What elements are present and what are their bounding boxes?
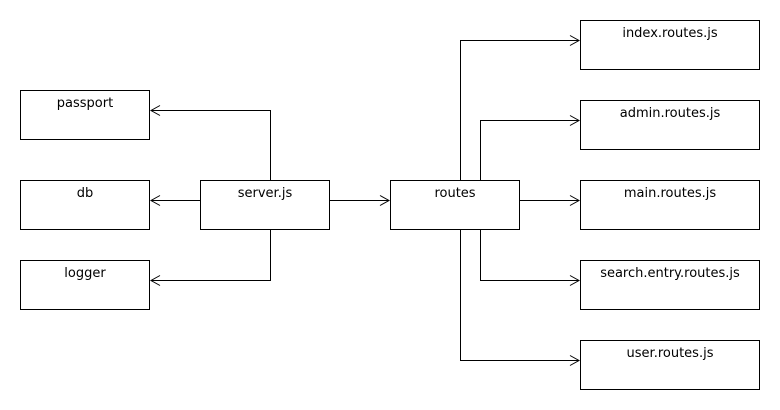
node-label: admin.routes.js bbox=[619, 106, 721, 121]
edge-routes-index bbox=[460, 35, 581, 180]
edge-routes-main bbox=[520, 195, 581, 206]
edge-server-logger bbox=[149, 230, 271, 286]
node-user-routes: user.routes.js bbox=[580, 340, 760, 390]
node-search-entry-routes: search.entry.routes.js bbox=[580, 260, 760, 310]
node-main-routes: main.routes.js bbox=[580, 180, 760, 230]
edge-routes-admin bbox=[480, 115, 581, 180]
node-server-js: server.js bbox=[200, 180, 330, 230]
edge-routes-search-entry bbox=[480, 230, 581, 286]
node-label: passport bbox=[56, 96, 114, 111]
node-label: search.entry.routes.js bbox=[600, 266, 740, 281]
node-label: index.routes.js bbox=[622, 26, 718, 41]
edge-routes-user bbox=[460, 230, 581, 366]
node-logger: logger bbox=[20, 260, 150, 310]
edge-server-db bbox=[149, 195, 200, 206]
node-index-routes: index.routes.js bbox=[580, 20, 760, 70]
edge-server-routes bbox=[330, 195, 391, 206]
edge-server-passport bbox=[149, 105, 271, 180]
node-label: user.routes.js bbox=[626, 346, 714, 361]
node-label: main.routes.js bbox=[623, 186, 717, 201]
node-passport: passport bbox=[20, 90, 150, 140]
node-db: db bbox=[20, 180, 150, 230]
node-admin-routes: admin.routes.js bbox=[580, 100, 760, 150]
node-label: server.js bbox=[237, 186, 293, 201]
node-label: routes bbox=[434, 186, 476, 201]
node-routes: routes bbox=[390, 180, 520, 230]
node-label: db bbox=[76, 186, 94, 201]
node-label: logger bbox=[64, 266, 106, 281]
